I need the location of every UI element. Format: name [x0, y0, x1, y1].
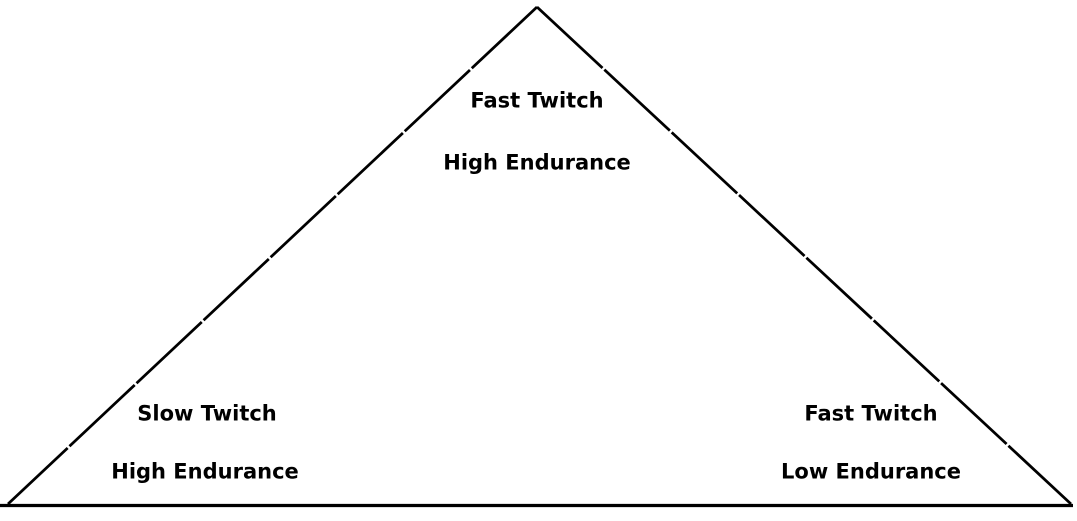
- label-top-fiber-type: Fast Twitch: [470, 88, 604, 113]
- label-bottom-left-fiber-type: Slow Twitch: [137, 401, 277, 426]
- label-bottom-right-fiber-type: Fast Twitch: [804, 401, 938, 426]
- triangle-right-side: [536, 5, 1072, 506]
- triangle-left-side: [7, 5, 538, 506]
- label-bottom-left-endurance: High Endurance: [111, 459, 299, 484]
- label-top-endurance: High Endurance: [443, 150, 631, 175]
- label-bottom-right-endurance: Low Endurance: [781, 459, 961, 484]
